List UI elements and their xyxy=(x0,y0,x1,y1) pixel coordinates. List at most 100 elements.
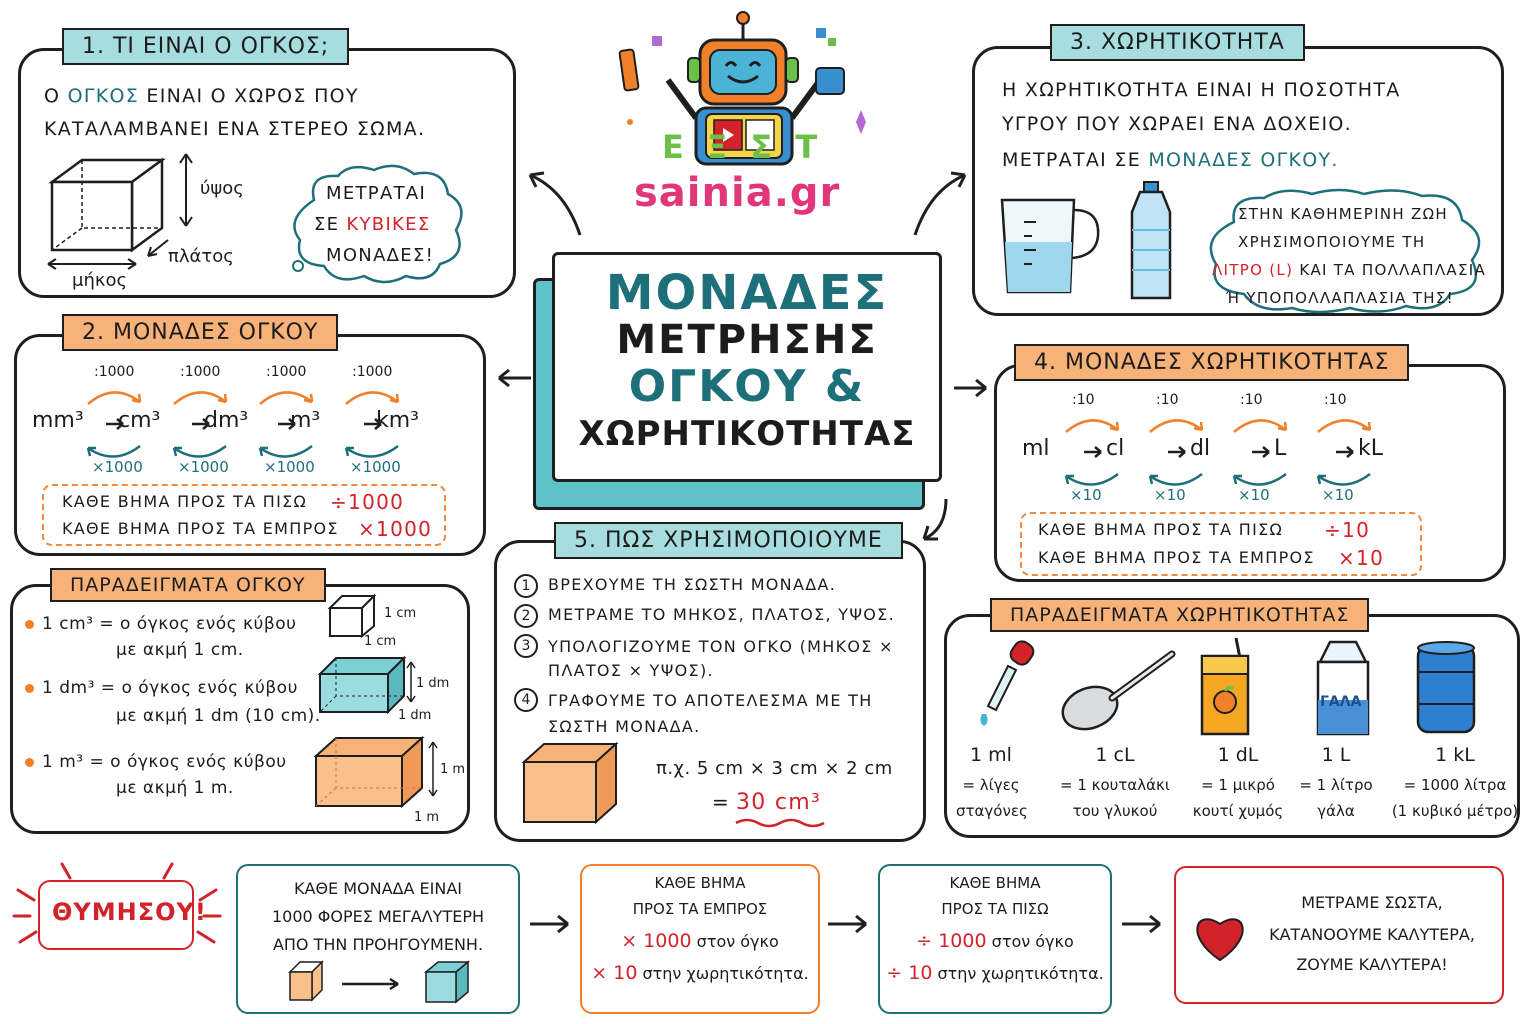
cap-multiply-label-0: ×10 xyxy=(1070,486,1102,504)
cap-divide-arc-icon-2 xyxy=(1233,419,1288,433)
ex-vol-2-lab-b: 1 dm xyxy=(398,708,432,723)
capacity-example-0-a: = λίγες xyxy=(962,776,1020,794)
title-line-2: ΜΕΤΡΗΣΗΣ xyxy=(616,317,878,363)
step-1-text: ΒΡΕΧΟΥΜΕ ΤΗ ΣΩΣΤΗ ΜΟΝΑΔΑ. xyxy=(548,575,837,594)
arrow-right-icon-2 xyxy=(828,914,867,934)
section-4-heading: 4. ΜΟΝΑΔΕΣ ΧΩΡΗΤΙΚΟΤΗΤΑΣ xyxy=(1014,344,1410,381)
remember-1-line-2: 1000 ΦΟΡΕΣ ΜΕΓΑΛΥΤΕΡΗ xyxy=(272,907,484,926)
s1-length-label: μήκος xyxy=(72,270,128,291)
small-cube-icon xyxy=(327,593,377,639)
s1-line-2: ΚΑΤΑΛΑΜΒΑΝΕΙ ΕΝΑ ΣΤΕΡΕΟ ΣΩΜΑ. xyxy=(44,118,426,140)
vol-step-arrow-icon-0 xyxy=(106,418,124,430)
step-1-number: 1 xyxy=(514,574,538,598)
milk-label: ΓΑΛΑ xyxy=(1320,694,1362,710)
cap-divide-arc-icon-3 xyxy=(1317,419,1372,433)
s2-back-label: ΚΑΘΕ ΒΗΜΑ ΠΡΟΣ ΤΑ ΠΙΣΩ xyxy=(62,492,308,511)
section-3-heading: 3. ΧΩΡΗΤΙΚΟΤΗΤΑ xyxy=(1050,24,1305,61)
cap-multiply-arc-icon-1 xyxy=(1148,473,1203,486)
water-bottle-icon xyxy=(1130,181,1172,300)
remember-3-title-1: ΚΑΘΕ ΒΗΜΑ xyxy=(949,874,1041,892)
title-line-4: ΧΩΡΗΤΙΚΟΤΗΤΑΣ xyxy=(578,414,916,454)
s2-fwd-value: ×1000 xyxy=(358,517,433,541)
juice-box-icon xyxy=(1200,637,1250,736)
cloud-shape-2 xyxy=(1209,188,1481,314)
vol-unit-0: mm³ xyxy=(32,408,84,433)
barrel-icon xyxy=(1416,641,1476,734)
s4-fwd-value: ×10 xyxy=(1338,546,1385,570)
remember-box-3 xyxy=(878,864,1112,1014)
cap-step-arrow-icon-2 xyxy=(1252,446,1270,458)
cap-step-arrow-icon-1 xyxy=(1168,446,1186,458)
capacity-example-3-b: γάλα xyxy=(1317,802,1355,820)
s1-cloud-line-3: ΜΟΝΑΔΕΣ! xyxy=(326,245,435,266)
remember-2-title-1: ΚΑΘΕ ΒΗΜΑ xyxy=(654,874,746,892)
ex-vol-2-a: 1 dm³ = ο όγκος ενός κύβου xyxy=(42,678,298,698)
heart-icon xyxy=(1196,918,1244,962)
capacity-example-3-u: 1 L xyxy=(1321,744,1351,766)
remember-label: ΘΥΜΗΣΟΥ! xyxy=(52,898,207,926)
s1-line-1: Ο ΟΓΚΟΣ ΕΙΝΑΙ Ο ΧΩΡΟΣ ΠΟΥ xyxy=(44,85,359,107)
s5-example: π.χ. 5 cm × 3 cm × 2 cm xyxy=(656,758,893,779)
cube-growth-icon xyxy=(288,960,471,1004)
capacity-example-0-u: 1 ml xyxy=(970,744,1012,766)
vol-step-arrow-icon-1 xyxy=(192,418,210,430)
ex-vol-3-lab-a: 1 m xyxy=(440,762,466,777)
medium-cube-icon xyxy=(317,655,407,715)
cap-divide-label-2: :10 xyxy=(1240,392,1263,408)
vol-multiply-arc-icon-3 xyxy=(344,445,399,458)
capacity-example-3-a: = 1 λίτρο xyxy=(1299,776,1373,794)
cap-divide-label-0: :10 xyxy=(1072,392,1095,408)
remember-1-line-3: ΑΠΟ ΤΗΝ ΠΡΟΗΓΟΥΜΕΝΗ. xyxy=(272,935,484,954)
vol-unit-3: m³ xyxy=(290,408,321,433)
cap-multiply-arc-icon-3 xyxy=(1316,473,1371,486)
cloud-shape xyxy=(292,164,463,284)
s4-back-value: ÷10 xyxy=(1324,518,1371,542)
capacity-example-1-a: = 1 κουταλάκι xyxy=(1060,776,1170,794)
cap-divide-arc-icon-1 xyxy=(1149,419,1204,433)
arrow-to-s1-icon xyxy=(528,171,582,236)
vol-step-arrow-icon-2 xyxy=(278,418,296,430)
title-line-3: ΟΓΚΟΥ & xyxy=(628,361,866,412)
ex-vol-3-a: 1 m³ = ο όγκος ενός κύβου xyxy=(42,752,287,772)
logo: Ε Ξ Σ Τ sainia.gr xyxy=(610,10,870,230)
step-4-number: 4 xyxy=(514,688,538,712)
medium-cube-arrow-icon xyxy=(406,661,416,703)
ex-vol-1-lab-b: 1 cm xyxy=(364,634,397,649)
cube-icon xyxy=(47,157,169,270)
vol-divide-arc-icon-1 xyxy=(173,391,228,405)
cap-unit-0: ml xyxy=(1022,436,1050,461)
vol-multiply-arc-icon-0 xyxy=(86,445,141,458)
cap-unit-4: kL xyxy=(1358,436,1383,461)
capacity-example-0-b: σταγόνες xyxy=(956,802,1028,820)
arrow-to-s2-icon xyxy=(498,368,531,388)
vol-divide-label-0: :1000 xyxy=(94,364,135,380)
logo-site: sainia.gr xyxy=(634,170,841,216)
cap-unit-1: cl xyxy=(1106,436,1125,461)
cap-step-arrow-icon-3 xyxy=(1336,446,1354,458)
s5-equals: = xyxy=(712,790,731,814)
step-3-number: 3 xyxy=(514,634,538,658)
spoon-icon xyxy=(1061,650,1176,731)
measuring-jug-icon xyxy=(1000,198,1100,294)
remember-4-line-2: ΚΑΤΑΝΟΟΥΜΕ ΚΑΛΥΤΕΡΑ, xyxy=(1269,925,1475,944)
step-4-text-b: ΣΩΣΤΗ ΜΟΝΑΔΑ. xyxy=(548,717,701,736)
arrow-right-icon-1 xyxy=(530,914,569,934)
cap-multiply-arc-icon-2 xyxy=(1232,473,1287,486)
section-2-heading: 2. ΜΟΝΑΔΕΣ ΟΓΚΟΥ xyxy=(62,314,339,351)
s2-rule-box xyxy=(42,484,446,546)
s3-cloud-4: Ή ΥΠΟΠΟΛΛΑΠΛΑΣΙΑ ΤΗΣ! xyxy=(1226,289,1454,307)
capacity-example-1-u: 1 cL xyxy=(1095,744,1135,766)
ex-vol-bullet-1 xyxy=(25,620,34,629)
examples-volume-heading: ΠΑΡΑΔΕΙΓΜΑΤΑ ΟΓΚΟΥ xyxy=(50,568,326,602)
cap-divide-label-1: :10 xyxy=(1156,392,1179,408)
remember-3-line-2: ÷ 10 στην χωρητικότητα. xyxy=(886,962,1104,984)
s3-cloud-3: ΛΙΤΡΟ (L) ΚΑΙ ΤΑ ΠΟΛΛΑΠΛΑΣΙΑ xyxy=(1212,261,1487,279)
step-2-number: 2 xyxy=(514,604,538,628)
ex-vol-3-b: με ακμή 1 m. xyxy=(116,778,234,798)
ex-vol-1-b: με ακμή 1 cm. xyxy=(116,640,244,660)
s2-fwd-label: ΚΑΘΕ ΒΗΜΑ ΠΡΟΣ ΤΑ ΕΜΠΡΟΣ xyxy=(62,519,339,538)
title-line-1: ΜΟΝΑΔΕΣ xyxy=(605,265,889,321)
s4-rule-box xyxy=(1020,512,1422,576)
cap-multiply-label-3: ×10 xyxy=(1322,486,1354,504)
remember-4-line-1: ΜΕΤΡΑΜΕ ΣΩΣΤΑ, xyxy=(1301,893,1443,912)
